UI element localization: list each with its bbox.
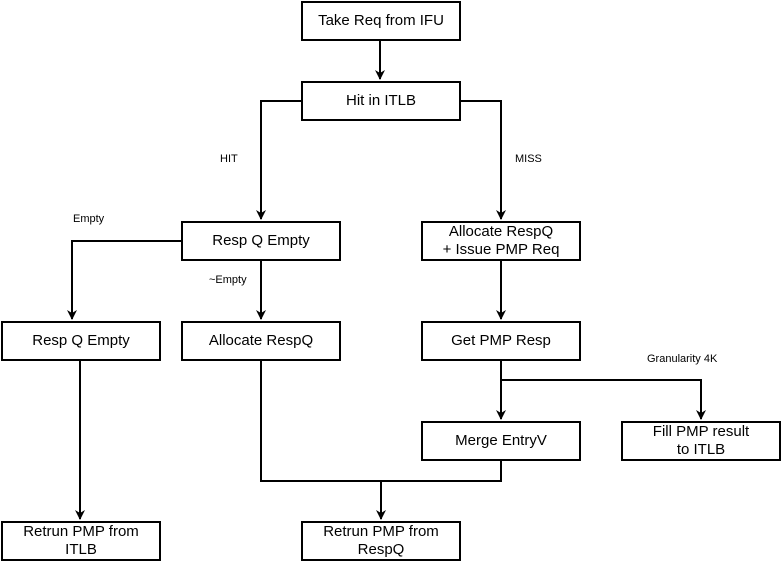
edge-empty-branch [67,240,181,320]
node-resp-q-empty-left: Resp Q Empty [1,321,161,361]
node-take-req-from-ifu: Take Req from IFU [301,1,461,41]
node-get-pmp-resp: Get PMP Resp [421,321,581,361]
node-resp-q-empty-hit: Resp Q Empty [181,221,341,261]
node-return-pmp-from-respq: Retrun PMP from RespQ [301,521,461,561]
node-fill-pmp-result: Fill PMP result to ITLB [621,421,781,461]
node-return-pmp-from-itlb: Retrun PMP from ITLB [1,521,161,561]
edge-label-not-empty: ~Empty [209,274,247,287]
node-allocate-respq-issue-pmp: Allocate RespQ + Issue PMP Req [421,221,581,261]
edge-label-empty: Empty [73,213,105,226]
node-merge-entryv: Merge EntryV [421,421,581,461]
edge-granularity-branch [501,379,706,420]
node-allocate-respq: Allocate RespQ [181,321,341,361]
edge-label-miss: MISS [515,153,542,166]
edge-miss-branch [461,100,506,220]
edge-hit-branch [256,100,301,220]
node-hit-in-itlb: Hit in ITLB [301,81,461,121]
edge-label-hit: HIT [220,153,238,166]
edge-label-granularity: Granularity 4K [647,353,718,366]
